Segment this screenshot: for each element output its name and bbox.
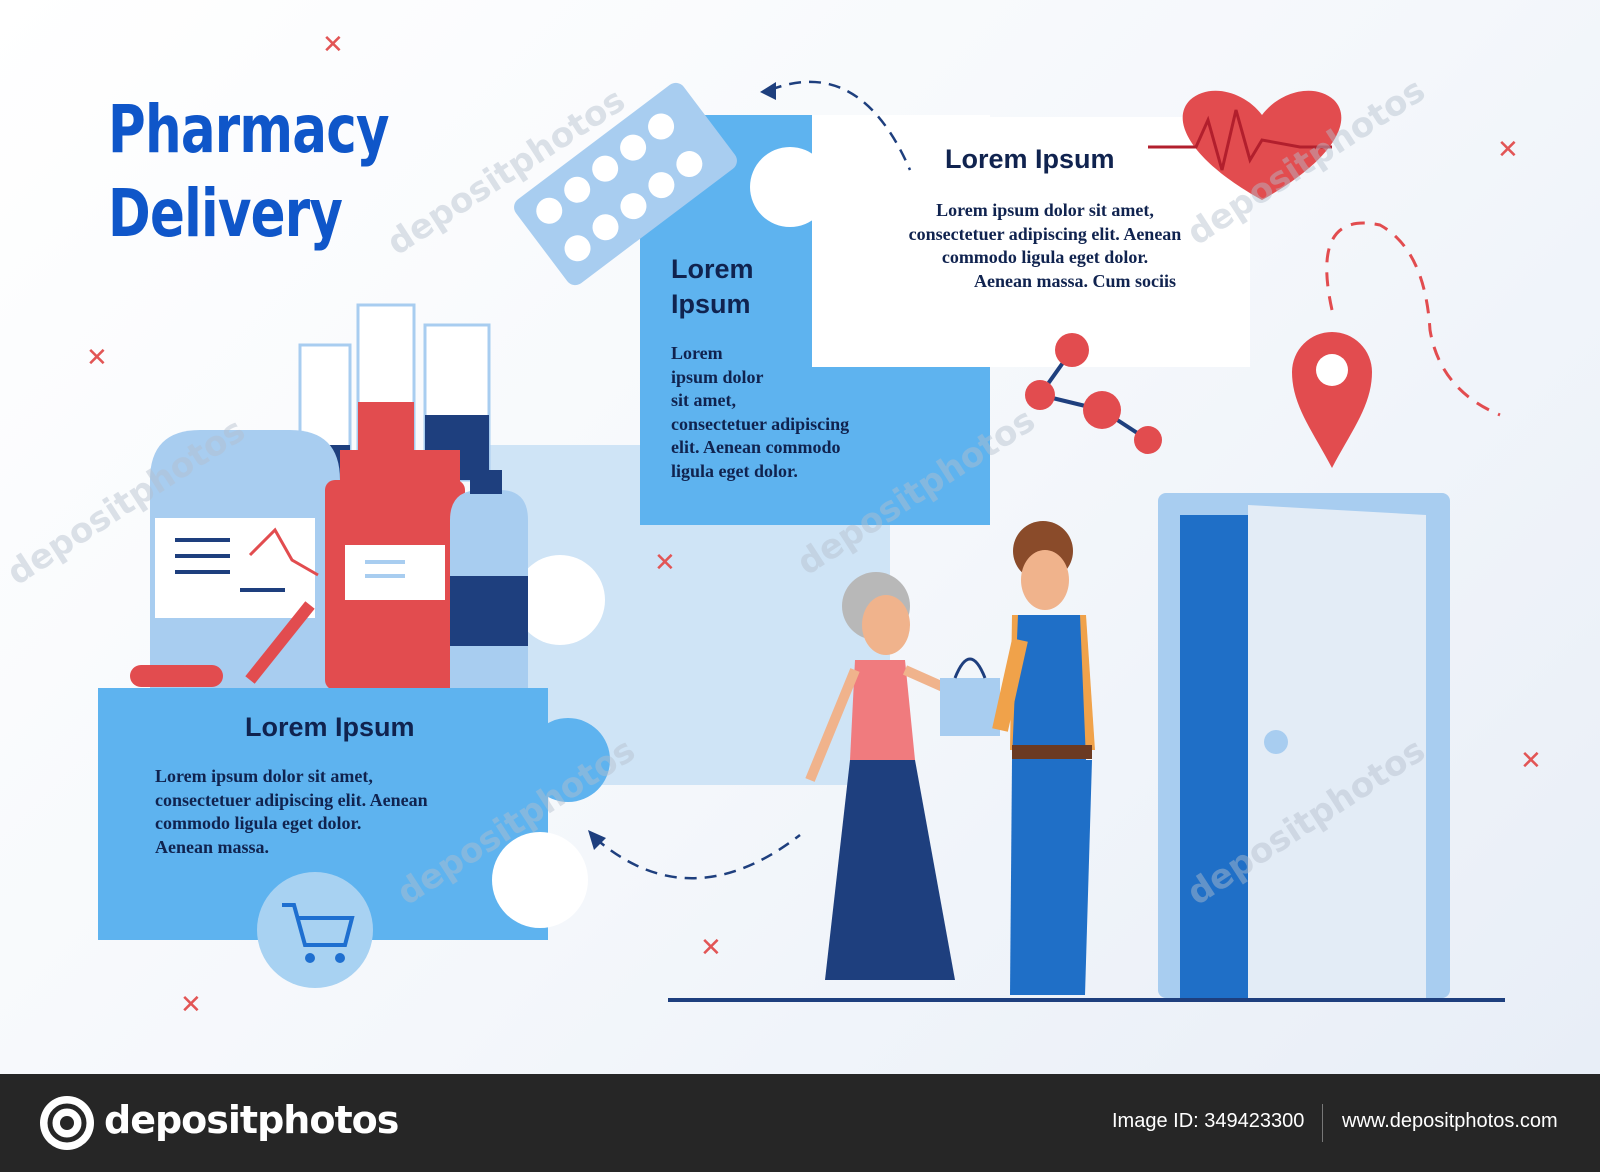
x-mark-icon: ✕ xyxy=(180,990,202,1020)
shopping-cart-icon xyxy=(257,872,373,988)
camera-logo-icon xyxy=(40,1096,94,1150)
x-mark-icon: ✕ xyxy=(1497,135,1519,165)
top-arrow xyxy=(769,80,912,171)
image-id-text: Image ID: 349423300 xyxy=(1112,1110,1305,1132)
card-body-line: commodo ligula eget dolor. xyxy=(941,247,1149,267)
card-body-line: consectetuer adipiscing elit. Aenean xyxy=(908,223,1182,244)
route-line xyxy=(1325,221,1501,417)
page-title: Pharmacy Delivery xyxy=(108,88,390,256)
heart-pulse-icon xyxy=(1148,90,1342,200)
illustration: depositphotos depositphotos depositphoto… xyxy=(0,0,1600,1074)
card-body-line: Lorem ipsum dolor sit amet, xyxy=(155,766,373,786)
center-card-body: Lorem ipsum dolor sit amet, consectetuer… xyxy=(671,342,849,483)
elderly-woman-figure xyxy=(805,572,955,980)
x-mark-icon: ✕ xyxy=(1520,746,1542,776)
card-body-line: Aenean massa. Cum sociis xyxy=(973,270,1176,291)
bottom-arrow xyxy=(594,834,801,880)
x-mark-icon: ✕ xyxy=(86,343,108,373)
card-body-line: ipsum dolor xyxy=(671,366,764,387)
top-right-card-bg xyxy=(812,117,1250,367)
footer-divider xyxy=(1322,1104,1323,1142)
card-body-line: consectetuer adipiscing elit. Aenean xyxy=(155,789,428,810)
bottom-arrow-head xyxy=(588,830,606,850)
top-right-card-body: Lorem ipsum dolor sit amet, consectetuer… xyxy=(870,199,1220,293)
card-body-line: consectetuer adipiscing xyxy=(671,413,850,434)
footer-url-link[interactable]: www.depositphotos.com xyxy=(1342,1110,1558,1132)
heading-line: Lorem xyxy=(671,254,754,284)
title-line-2: Delivery xyxy=(108,175,343,252)
top-arrow-head xyxy=(760,82,776,100)
title-line-1: Pharmacy xyxy=(108,91,390,168)
card-body-line: ligula eget dolor. xyxy=(671,460,798,481)
door-icon xyxy=(1158,493,1450,998)
x-mark-icon: ✕ xyxy=(700,933,722,963)
delivery-bag-icon xyxy=(940,657,1000,736)
bottom-left-card-body: Lorem ipsum dolor sit amet, consectetuer… xyxy=(155,765,428,859)
center-card-heading: Lorem Ipsum xyxy=(671,252,754,322)
card-body-line: Lorem xyxy=(671,343,723,363)
card-body-line: sit amet, xyxy=(671,390,736,410)
medicine-bottles-icon xyxy=(130,430,528,690)
courier-figure xyxy=(992,521,1095,995)
artwork xyxy=(98,80,1505,1002)
card-body-line: Lorem ipsum dolor sit amet, xyxy=(936,200,1154,220)
top-right-card-heading: Lorem Ipsum xyxy=(945,144,1115,174)
location-pin-icon xyxy=(1292,332,1372,468)
card-body-line: Aenean massa. xyxy=(155,836,270,857)
footer-bar: depositphotos Image ID: 349423300 www.de… xyxy=(0,1074,1600,1172)
card-body-line: commodo ligula eget dolor. xyxy=(155,813,362,833)
heading-line: Ipsum xyxy=(671,289,751,319)
x-mark-icon: ✕ xyxy=(654,548,676,578)
x-mark-icon: ✕ xyxy=(322,30,344,60)
pill-blister-icon xyxy=(514,82,737,286)
footer-brand: depositphotos xyxy=(104,1098,399,1142)
bottom-left-card-heading: Lorem Ipsum xyxy=(245,712,415,742)
molecule-icon xyxy=(1025,333,1162,454)
card-body-line: elit. Aenean commodo xyxy=(671,437,841,457)
